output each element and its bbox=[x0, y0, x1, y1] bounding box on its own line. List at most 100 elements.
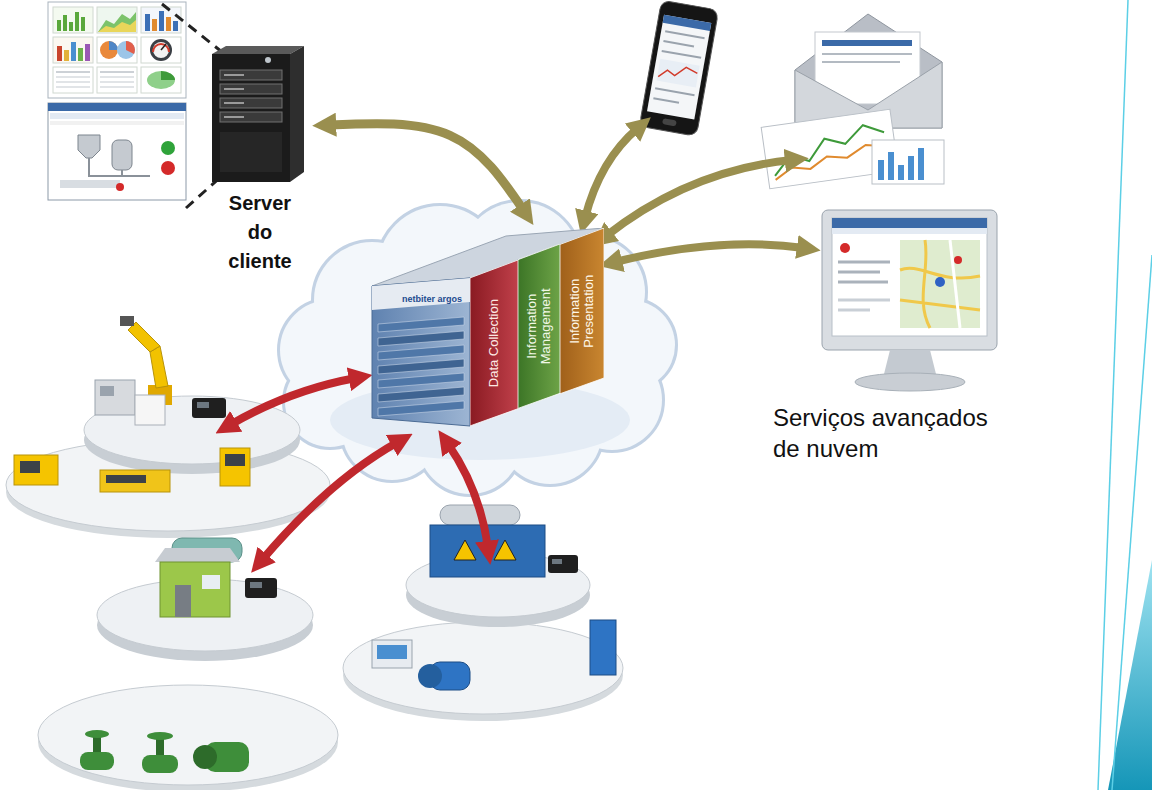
email-report-icon-part bbox=[872, 140, 944, 184]
smartphone-icon bbox=[639, 0, 718, 136]
dashboard-thumbnails-part bbox=[56, 87, 90, 88]
cloud-shape bbox=[280, 202, 675, 494]
cloud-service-arrows-part bbox=[606, 160, 792, 236]
water-plant-site-part bbox=[245, 578, 277, 598]
dashboard-thumbnails-part bbox=[152, 19, 157, 31]
generator-site-part bbox=[372, 640, 412, 668]
factory-site-part bbox=[100, 470, 170, 492]
water-plant-site-part bbox=[147, 732, 173, 740]
factory-site-part bbox=[220, 448, 250, 486]
monitor-icon-part bbox=[900, 240, 980, 328]
dashboard-thumbnails-part bbox=[161, 71, 175, 80]
smartphone-icon-part bbox=[657, 59, 700, 88]
monitor-icon-part bbox=[840, 243, 850, 253]
factory-site-part bbox=[225, 454, 245, 466]
information-presentation-band-fill bbox=[560, 228, 604, 394]
water-plant-site-part bbox=[93, 736, 101, 752]
factory-site-part bbox=[120, 316, 134, 326]
dashboard-thumbnails-part bbox=[141, 37, 181, 63]
factory-site-part bbox=[150, 346, 168, 388]
water-plant-site-part bbox=[160, 562, 230, 617]
factory-site-part bbox=[135, 395, 165, 425]
water-plant-site-part bbox=[38, 685, 338, 785]
band-label: Information Management bbox=[525, 282, 554, 372]
cloud-server-part bbox=[372, 278, 470, 426]
scada-screenshot-part bbox=[161, 161, 175, 175]
email-report-icon-part bbox=[898, 165, 904, 180]
water-plant-site-part bbox=[202, 575, 220, 589]
dashboard-thumbnails-part bbox=[56, 77, 90, 78]
generator-site-part bbox=[418, 664, 442, 688]
server-tower-part bbox=[265, 57, 271, 63]
dashboard-thumbnails bbox=[48, 2, 186, 98]
cloud-server-part bbox=[378, 387, 464, 402]
band-label: Data Collection bbox=[487, 298, 501, 388]
email-report-icon-part bbox=[918, 148, 924, 180]
scada-screenshot bbox=[48, 103, 186, 200]
monitor-icon bbox=[822, 210, 997, 391]
data-collection-band: Data Collection bbox=[470, 260, 518, 426]
dashboard-thumbnails-part bbox=[97, 7, 137, 33]
generator-site-part bbox=[494, 540, 516, 560]
server-tower-part bbox=[220, 132, 282, 172]
server-tower-icon bbox=[208, 40, 312, 185]
smartphone-icon-part bbox=[655, 88, 694, 95]
dashboard-thumbnails-part bbox=[100, 82, 134, 83]
server-tower-part bbox=[212, 54, 290, 182]
cloud-service-arrows bbox=[585, 128, 804, 262]
email-report-icon-part bbox=[822, 61, 900, 63]
dashboard-thumbnails-part bbox=[71, 42, 76, 61]
generator-site-part bbox=[548, 555, 578, 573]
scada-screenshot-part bbox=[116, 183, 124, 191]
factory-site bbox=[6, 316, 330, 538]
scada-screenshot-part bbox=[161, 141, 175, 155]
factory-site-part bbox=[100, 386, 114, 396]
monitor-icon-part bbox=[884, 350, 936, 374]
smartphone-icon-part bbox=[663, 15, 712, 31]
factory-site-part bbox=[95, 380, 135, 415]
dashboard-thumbnails-part bbox=[166, 17, 171, 31]
factory-site-part bbox=[14, 455, 58, 485]
cloud-server-part bbox=[372, 278, 470, 310]
factory-site-part bbox=[20, 461, 40, 473]
monitor-icon-part bbox=[855, 373, 965, 391]
water-plant-site-part bbox=[85, 730, 109, 738]
cloud-server: netbiter argos Data Collection Information… bbox=[368, 228, 608, 428]
server-tower-part bbox=[224, 74, 244, 76]
dashboard-thumbnails-part bbox=[53, 7, 93, 33]
scada-screenshot-part bbox=[89, 158, 150, 176]
dashboard-thumbnails-part bbox=[75, 12, 79, 31]
site-link-arrows-part bbox=[448, 444, 488, 548]
smartphone-icon-part bbox=[639, 0, 718, 136]
generator-site-part bbox=[590, 620, 616, 675]
scada-screenshot-part bbox=[78, 135, 100, 158]
dashboard-thumbnails-part bbox=[141, 67, 181, 93]
scada-screenshot-part bbox=[48, 103, 186, 200]
monitor-icon-part bbox=[935, 277, 945, 287]
email-report-icon-part bbox=[908, 156, 914, 180]
cloud-shape-part bbox=[280, 202, 675, 494]
dashboard-thumbnails-part bbox=[153, 44, 169, 52]
server-tower-part bbox=[220, 112, 282, 122]
dashboard-thumbnails-part bbox=[150, 39, 172, 61]
monitor-icon-part bbox=[832, 218, 987, 336]
cloud-service-arrows-part bbox=[615, 244, 804, 262]
brand-label: netbiter argos bbox=[402, 294, 462, 304]
site-link-arrows bbox=[230, 378, 488, 560]
smartphone-icon-part bbox=[658, 63, 698, 83]
smartphone-icon-part bbox=[662, 51, 701, 58]
slide-decoration-part bbox=[1112, 255, 1152, 790]
email-report-icon-part-part bbox=[770, 122, 888, 175]
monitor-icon-part bbox=[838, 309, 870, 312]
cloud-server-part bbox=[378, 345, 464, 360]
monitor-icon-part bbox=[954, 256, 962, 264]
smartphone-icon-part bbox=[653, 98, 679, 103]
dashboard-thumbnails-part bbox=[159, 11, 164, 31]
slide-decoration bbox=[1098, 0, 1152, 790]
factory-site-part bbox=[128, 322, 160, 352]
water-plant-site-part bbox=[156, 738, 164, 755]
cloud-shape-part bbox=[280, 202, 675, 494]
node-label: Server do cliente bbox=[218, 189, 302, 276]
cloud-server-part bbox=[378, 331, 464, 346]
